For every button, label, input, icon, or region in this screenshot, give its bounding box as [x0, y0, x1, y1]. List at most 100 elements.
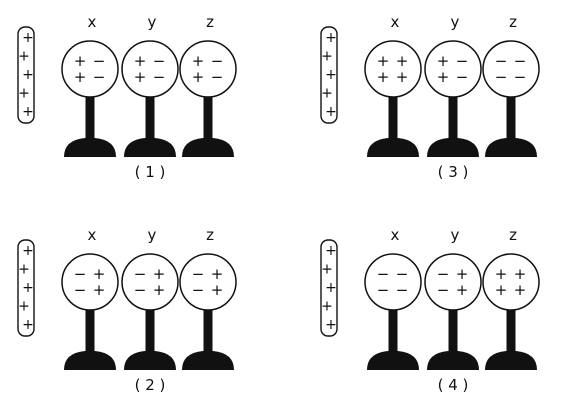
charged-rod: +++++ — [320, 239, 338, 337]
sphere-charge: + — [437, 52, 450, 70]
sphere-x: x−−−− — [364, 226, 422, 370]
sphere-ball — [61, 253, 119, 311]
sphere-charge: + — [514, 265, 527, 283]
rod-charge: + — [22, 30, 34, 46]
sphere-charge: + — [134, 52, 147, 70]
sphere-charge: + — [377, 52, 390, 70]
stand-base — [427, 351, 479, 370]
sphere-charge: + — [153, 265, 166, 283]
sphere-z: z−−−− — [482, 13, 540, 157]
rod-charge: + — [22, 67, 34, 83]
stand-base — [64, 138, 116, 157]
sphere-charge: + — [396, 52, 409, 70]
rod-charge: + — [325, 280, 337, 296]
panel-caption: ( 1 ) — [135, 163, 166, 181]
rod-body — [17, 239, 35, 337]
rod-charge: + — [18, 299, 30, 315]
sphere-z: z+−+− — [179, 13, 237, 157]
sphere-label: x — [391, 13, 400, 31]
panel-caption: ( 4 ) — [438, 376, 469, 394]
sphere-label: y — [148, 13, 157, 31]
sphere-charge: − — [437, 281, 450, 299]
rod-body — [320, 26, 338, 124]
panel-4: +++++x−−−−y−+−+z++++( 4 ) — [320, 226, 540, 394]
sphere-x: x+−+− — [61, 13, 119, 157]
sphere-label: x — [391, 226, 400, 244]
sphere-z: z−+−+ — [179, 226, 237, 370]
sphere-label: x — [88, 13, 97, 31]
sphere-ball — [424, 253, 482, 311]
sphere-y: y+−+− — [424, 13, 482, 157]
sphere-label: y — [148, 226, 157, 244]
stand-base — [367, 138, 419, 157]
sphere-ball — [121, 253, 179, 311]
sphere-charge: − — [93, 52, 106, 70]
sphere-charge: + — [192, 68, 205, 86]
sphere-ball — [424, 40, 482, 98]
sphere-charge: − — [377, 281, 390, 299]
sphere-ball — [61, 40, 119, 98]
sphere-charge: + — [456, 281, 469, 299]
stand-pole — [145, 308, 155, 357]
stand-pole — [145, 95, 155, 144]
sphere-charge: + — [514, 281, 527, 299]
sphere-ball — [364, 40, 422, 98]
stand-pole — [506, 308, 516, 357]
sphere-z: z++++ — [482, 226, 540, 370]
rod-charge: + — [18, 86, 30, 102]
sphere-charge: + — [456, 265, 469, 283]
panel-3: +++++x++++y+−+−z−−−−( 3 ) — [320, 13, 540, 181]
sphere-charge: + — [74, 52, 87, 70]
sphere-charge: − — [153, 68, 166, 86]
sphere-charge: − — [192, 281, 205, 299]
sphere-charge: − — [377, 265, 390, 283]
sphere-y: y−+−+ — [424, 226, 482, 370]
sphere-ball — [482, 253, 540, 311]
stand-base — [485, 351, 537, 370]
panel-2: +++++x−+−+y−+−+z−+−+( 2 ) — [17, 226, 237, 394]
rod-charge: + — [22, 104, 34, 120]
stand-pole — [448, 308, 458, 357]
sphere-y: y−+−+ — [121, 226, 179, 370]
panel-caption: ( 3 ) — [438, 163, 469, 181]
stand-base — [124, 138, 176, 157]
panel-caption: ( 2 ) — [135, 376, 166, 394]
rod-charge: + — [18, 49, 30, 65]
sphere-charge: + — [93, 281, 106, 299]
sphere-label: z — [206, 13, 214, 31]
stand-base — [182, 351, 234, 370]
rod-charge: + — [321, 86, 333, 102]
stand-base — [367, 351, 419, 370]
sphere-label: z — [206, 226, 214, 244]
stand-base — [427, 138, 479, 157]
sphere-charge: + — [495, 265, 508, 283]
sphere-charge: + — [211, 281, 224, 299]
rod-charge: + — [18, 262, 30, 278]
sphere-charge: + — [377, 68, 390, 86]
rod-body — [320, 239, 338, 337]
sphere-charge: − — [74, 281, 87, 299]
rod-charge: + — [321, 49, 333, 65]
sphere-charge: + — [396, 68, 409, 86]
stand-base — [124, 351, 176, 370]
sphere-x: x−+−+ — [61, 226, 119, 370]
sphere-ball — [179, 253, 237, 311]
panel-1: +++++x+−+−y+−+−z+−+−( 1 ) — [17, 13, 237, 181]
charged-rod: +++++ — [320, 26, 338, 124]
sphere-charge: − — [192, 265, 205, 283]
stand-base — [182, 138, 234, 157]
rod-charge: + — [22, 317, 34, 333]
sphere-charge: − — [93, 68, 106, 86]
sphere-charge: − — [74, 265, 87, 283]
rod-charge: + — [321, 262, 333, 278]
sphere-y: y+−+− — [121, 13, 179, 157]
sphere-charge: − — [495, 68, 508, 86]
sphere-ball — [482, 40, 540, 98]
stand-pole — [388, 95, 398, 144]
stand-base — [64, 351, 116, 370]
stand-pole — [203, 308, 213, 357]
sphere-label: z — [509, 13, 517, 31]
rod-charge: + — [325, 67, 337, 83]
sphere-charge: − — [514, 68, 527, 86]
stand-pole — [85, 308, 95, 357]
